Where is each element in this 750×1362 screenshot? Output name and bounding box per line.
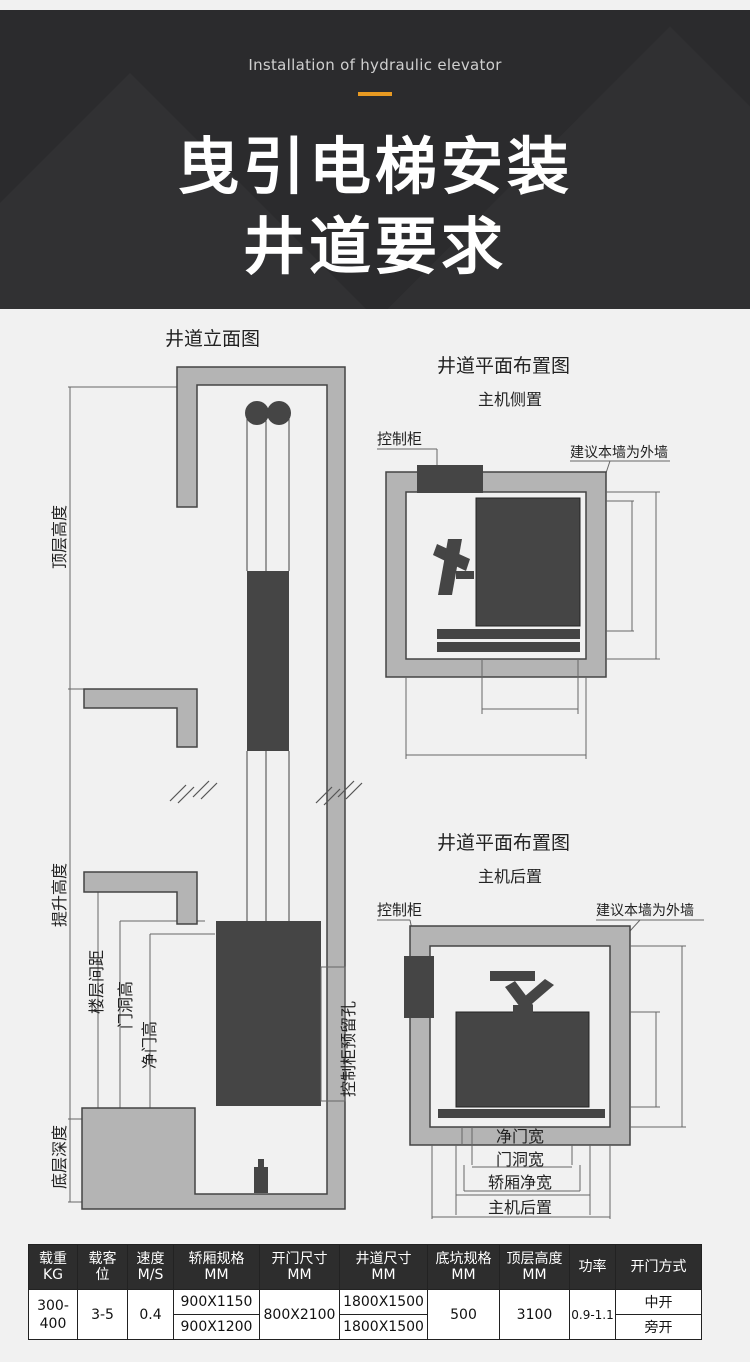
dim-clear-door-height: 净门高 — [140, 1021, 159, 1069]
leader-line — [629, 919, 641, 932]
sheave-left — [245, 401, 269, 425]
accent-bar — [358, 92, 392, 96]
plan-rear-subtitle: 主机后置 — [478, 867, 542, 886]
control-cabinet-hole-label: 控制柜预留孔 — [339, 1001, 358, 1097]
cell-pit: 500 — [427, 1289, 500, 1340]
plan-rear-title: 井道平面布置图 — [437, 832, 570, 854]
dim-floor-spacing: 楼层间距 — [87, 950, 106, 1014]
dim-car-clear-width: 轿厢净宽 — [488, 1173, 552, 1192]
dim-pit-depth: 底层深度 — [50, 1125, 69, 1189]
plan-rear-dimension-lines — [431, 945, 686, 1219]
plan-side-title: 井道平面布置图 — [437, 355, 570, 377]
page-title-line1: 曳引电梯安装 — [176, 130, 573, 203]
cell-speed: 0.4 — [127, 1289, 174, 1340]
control-hole-box — [320, 966, 346, 1102]
break-marks — [169, 780, 363, 806]
plan-side-outer-wall-note: 建议本墙为外墙 — [570, 445, 668, 461]
page-title-line2: 井道要求 — [242, 210, 507, 283]
plan-rear-car-door — [438, 1109, 605, 1118]
cell-car-size-1: 900X1150 — [173, 1289, 260, 1315]
elevation-title: 井道立面图 — [165, 328, 260, 350]
plan-rear-traction-machine — [490, 971, 554, 1013]
cell-power: 0.9-1.1 — [569, 1289, 616, 1340]
elevator-car — [216, 921, 321, 1106]
cell-passengers: 3-5 — [77, 1289, 128, 1340]
dim-top-height: 顶层高度 — [50, 505, 69, 569]
plan-side-landing-door — [437, 642, 580, 652]
plan-side-control-cabinet — [417, 465, 483, 493]
cell-door-type-2: 旁开 — [615, 1314, 702, 1340]
cell-door-size: 800X2100 — [259, 1289, 340, 1340]
elevation-dimension-lines — [68, 386, 215, 1203]
header-banner: Installation of hydraulic elevator 曳引电梯安… — [0, 10, 750, 309]
cell-load: 300-400 — [28, 1289, 78, 1340]
col-header-power: 功率 — [569, 1244, 616, 1290]
buffer-top — [258, 1159, 264, 1169]
counterweight — [247, 571, 289, 751]
table-row: 900X1200 1800X1500 旁开 — [29, 1314, 702, 1340]
plan-side-subtitle: 主机侧置 — [478, 390, 542, 409]
plan-rear-control-cabinet — [404, 956, 434, 1018]
cell-top-height: 3100 — [499, 1289, 570, 1340]
plan-side-car-door — [437, 629, 580, 639]
sheave-right — [267, 401, 291, 425]
cell-door-type-1: 中开 — [615, 1289, 702, 1315]
cell-shaft-size-2: 1800X1500 — [339, 1314, 428, 1340]
cell-shaft-size-1: 1800X1500 — [339, 1289, 428, 1315]
plan-side-car — [475, 497, 581, 627]
col-header-door-type: 开门方式 — [615, 1244, 702, 1290]
plan-side-traction-machine — [433, 539, 474, 595]
plan-rear-car — [455, 1011, 590, 1108]
col-header-passengers: 载客位 — [77, 1244, 128, 1290]
header-subtitle: Installation of hydraulic elevator — [248, 56, 502, 74]
cell-car-size-2: 900X1200 — [173, 1314, 260, 1340]
buffer — [254, 1167, 268, 1193]
plan-side-walls — [385, 471, 607, 678]
table-row: 300-400 3-5 0.4 900X1150 800X2100 1800X1… — [28, 1289, 702, 1340]
dim-machine-rear: 主机后置 — [488, 1198, 552, 1217]
plan-side-dimension-lines — [405, 491, 660, 759]
plan-rear-walls — [409, 925, 631, 1146]
dim-clear-door-width: 净门宽 — [496, 1127, 544, 1146]
plan-rear-outer-wall-note: 建议本墙为外墙 — [596, 903, 694, 919]
shaft-diagrams: 井道立面图 顶层高度 提升高度 楼层间 — [50, 328, 704, 1219]
dim-door-hole-width: 门洞宽 — [496, 1150, 544, 1169]
plan-side-control-cabinet-label: 控制柜 — [377, 430, 422, 448]
shaft-walls — [81, 366, 346, 1210]
dim-door-hole-height: 门洞高 — [116, 981, 135, 1029]
plan-rear-control-cabinet-label: 控制柜 — [377, 901, 422, 919]
dim-travel-height: 提升高度 — [50, 863, 69, 927]
